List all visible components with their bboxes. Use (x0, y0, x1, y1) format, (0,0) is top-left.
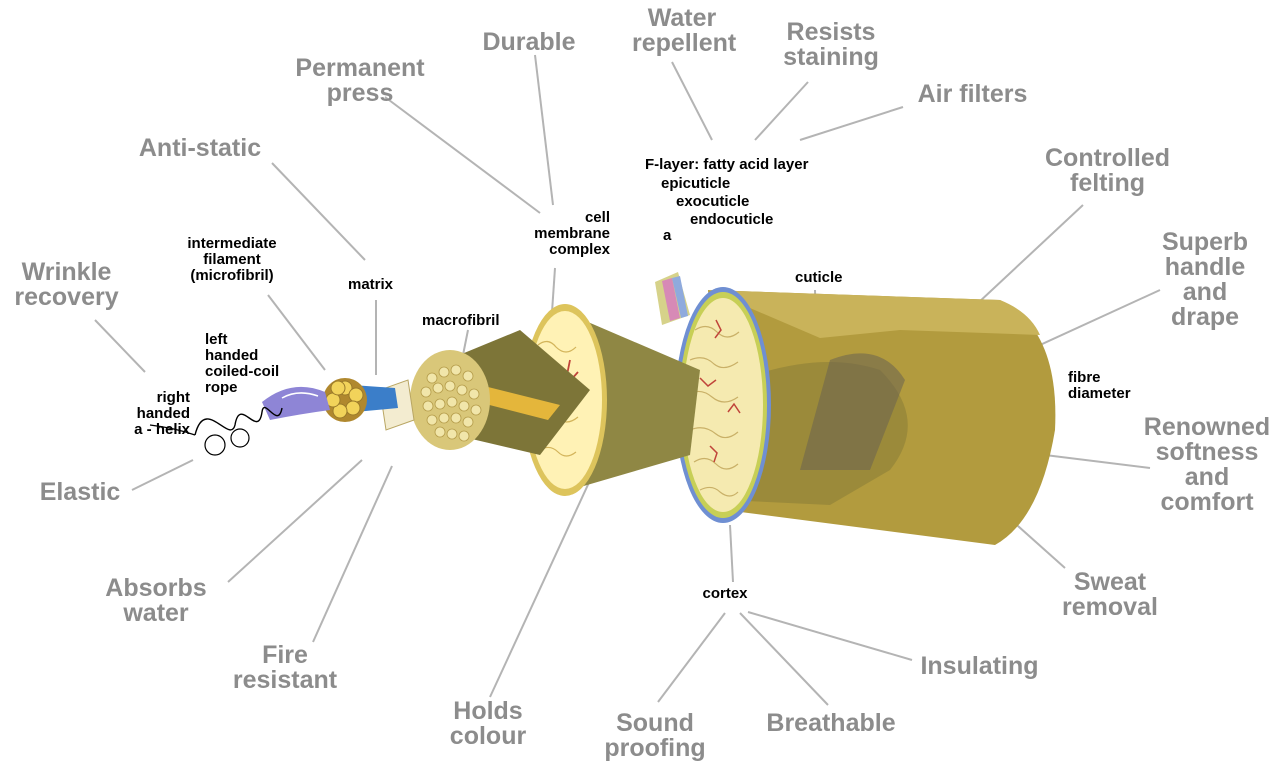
elastic-label: Elastic (30, 480, 130, 505)
fibre-diameter-label: fibre diameter (1068, 370, 1131, 402)
absorbs-water-label: Absorbs water (100, 576, 212, 626)
anti-static-label: Anti-static (130, 136, 270, 161)
sound-proofing-label: Sound proofing (600, 711, 710, 761)
cell-membrane-label: cell membrane complex (505, 210, 610, 258)
sweat-removal-label: Sweat removal (1055, 570, 1165, 620)
resists-staining-label: Resists staining (776, 20, 886, 70)
superb-handle-label: Superb handle and drape (1150, 230, 1260, 330)
breathable-label: Breathable (760, 711, 902, 736)
cortex-section (655, 272, 1055, 545)
durable-label: Durable (474, 30, 584, 55)
right-handed-label: right handed a - helix (100, 390, 190, 438)
epicuticle-label: epicuticle (661, 176, 730, 192)
macrofibril-label: macrofibril (422, 313, 500, 329)
water-repellent-label: Water repellent (632, 6, 732, 56)
cortex-label: cortex (690, 586, 760, 602)
fire-resistant-label: Fire resistant (225, 643, 345, 693)
a-layer-label: a (663, 228, 671, 244)
intermediate-filament-label: intermediate filament (microfibril) (172, 236, 292, 284)
f-layer-label: F-layer: fatty acid layer (645, 157, 808, 173)
left-handed-label: left handed coiled-coil rope (205, 332, 279, 396)
permanent-press-label: Permanent press (285, 56, 435, 106)
wrinkle-recovery-label: Wrinkle recovery (4, 260, 129, 310)
endocuticle-label: endocuticle (690, 212, 773, 228)
matrix-label: matrix (348, 277, 393, 293)
insulating-label: Insulating (913, 654, 1046, 679)
cuticle-label: cuticle (795, 270, 843, 286)
air-filters-label: Air filters (910, 82, 1035, 107)
holds-colour-label: Holds colour (438, 699, 538, 749)
renowned-softness-label: Renowned softness and comfort (1136, 415, 1278, 515)
exocuticle-label: exocuticle (676, 194, 749, 210)
controlled-felting-label: Controlled felting (1035, 146, 1180, 196)
